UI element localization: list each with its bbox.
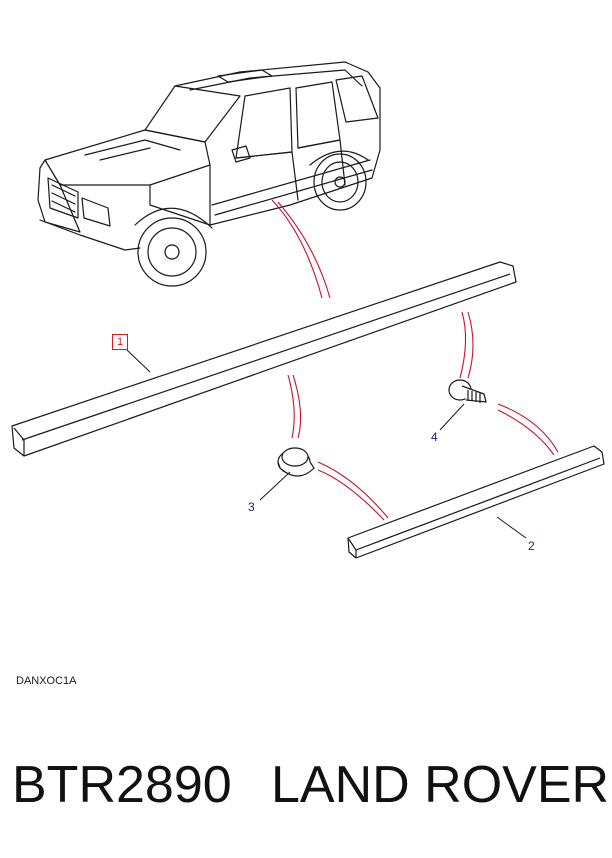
side-moulding-long (11, 261, 517, 457)
side-moulding-short (347, 445, 605, 559)
callout-1: 1 (112, 334, 128, 350)
parts-diagram (11, 61, 605, 559)
callout-leaders (126, 349, 527, 539)
stud-part (448, 379, 487, 403)
part-number: BTR2890 (12, 756, 232, 814)
callout-3: 3 (248, 500, 255, 514)
callout-4: 4 (431, 430, 438, 444)
caption: BTR2890 LAND ROVER (0, 755, 612, 835)
callout-2: 2 (528, 539, 535, 553)
vehicle-illustration (37, 61, 381, 287)
brand-name: LAND ROVER (271, 756, 610, 814)
reference-code: DANXOC1A (16, 675, 77, 687)
leader-lines (271, 199, 559, 521)
clip-part (277, 447, 315, 477)
